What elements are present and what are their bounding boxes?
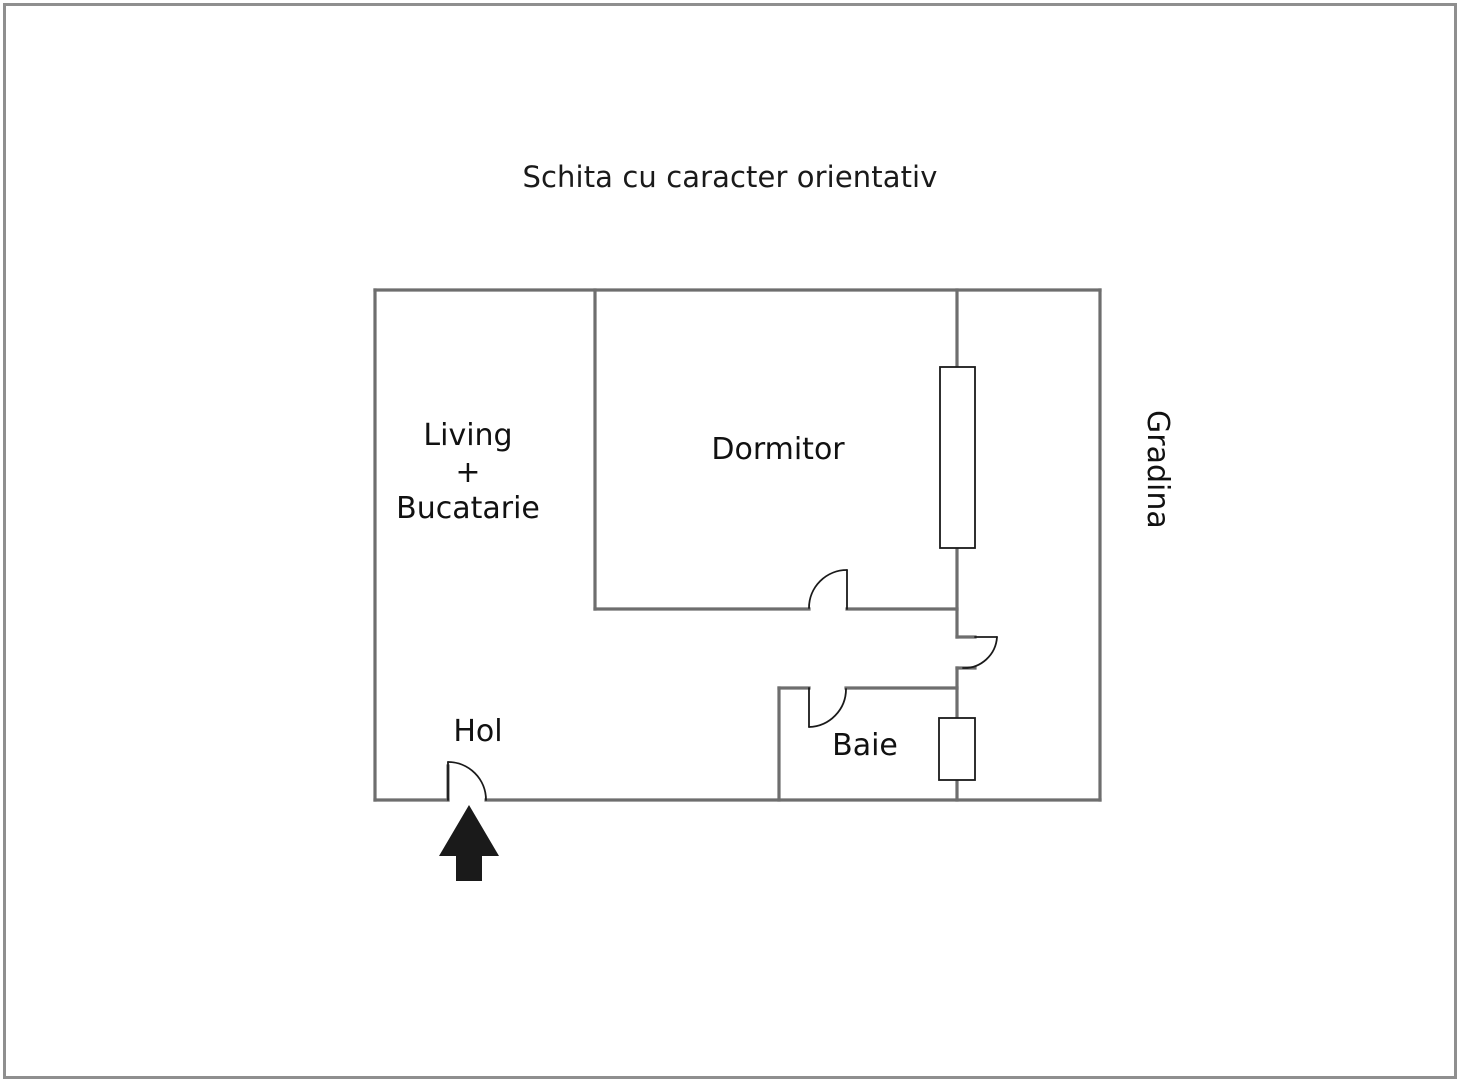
door-gradina-arc — [962, 636, 998, 669]
room-label-hol: Hol — [453, 714, 503, 749]
room-label-living: Living + Bucatarie — [396, 418, 540, 527]
windows — [938, 366, 976, 781]
room-label-dormitor: Dormitor — [711, 432, 845, 467]
door-dormitor-arc — [808, 569, 848, 609]
entrance-arrow-icon — [439, 805, 499, 881]
window-gradina-large — [939, 366, 976, 549]
window-baie-small — [938, 717, 976, 781]
doors — [447, 569, 998, 801]
page-title: Schita cu caracter orientativ — [522, 160, 938, 194]
door-entrance-arc — [447, 761, 487, 801]
room-label-gradina: Gradina — [1140, 410, 1175, 529]
room-label-baie: Baie — [832, 728, 898, 763]
door-baie-arc — [808, 688, 847, 728]
